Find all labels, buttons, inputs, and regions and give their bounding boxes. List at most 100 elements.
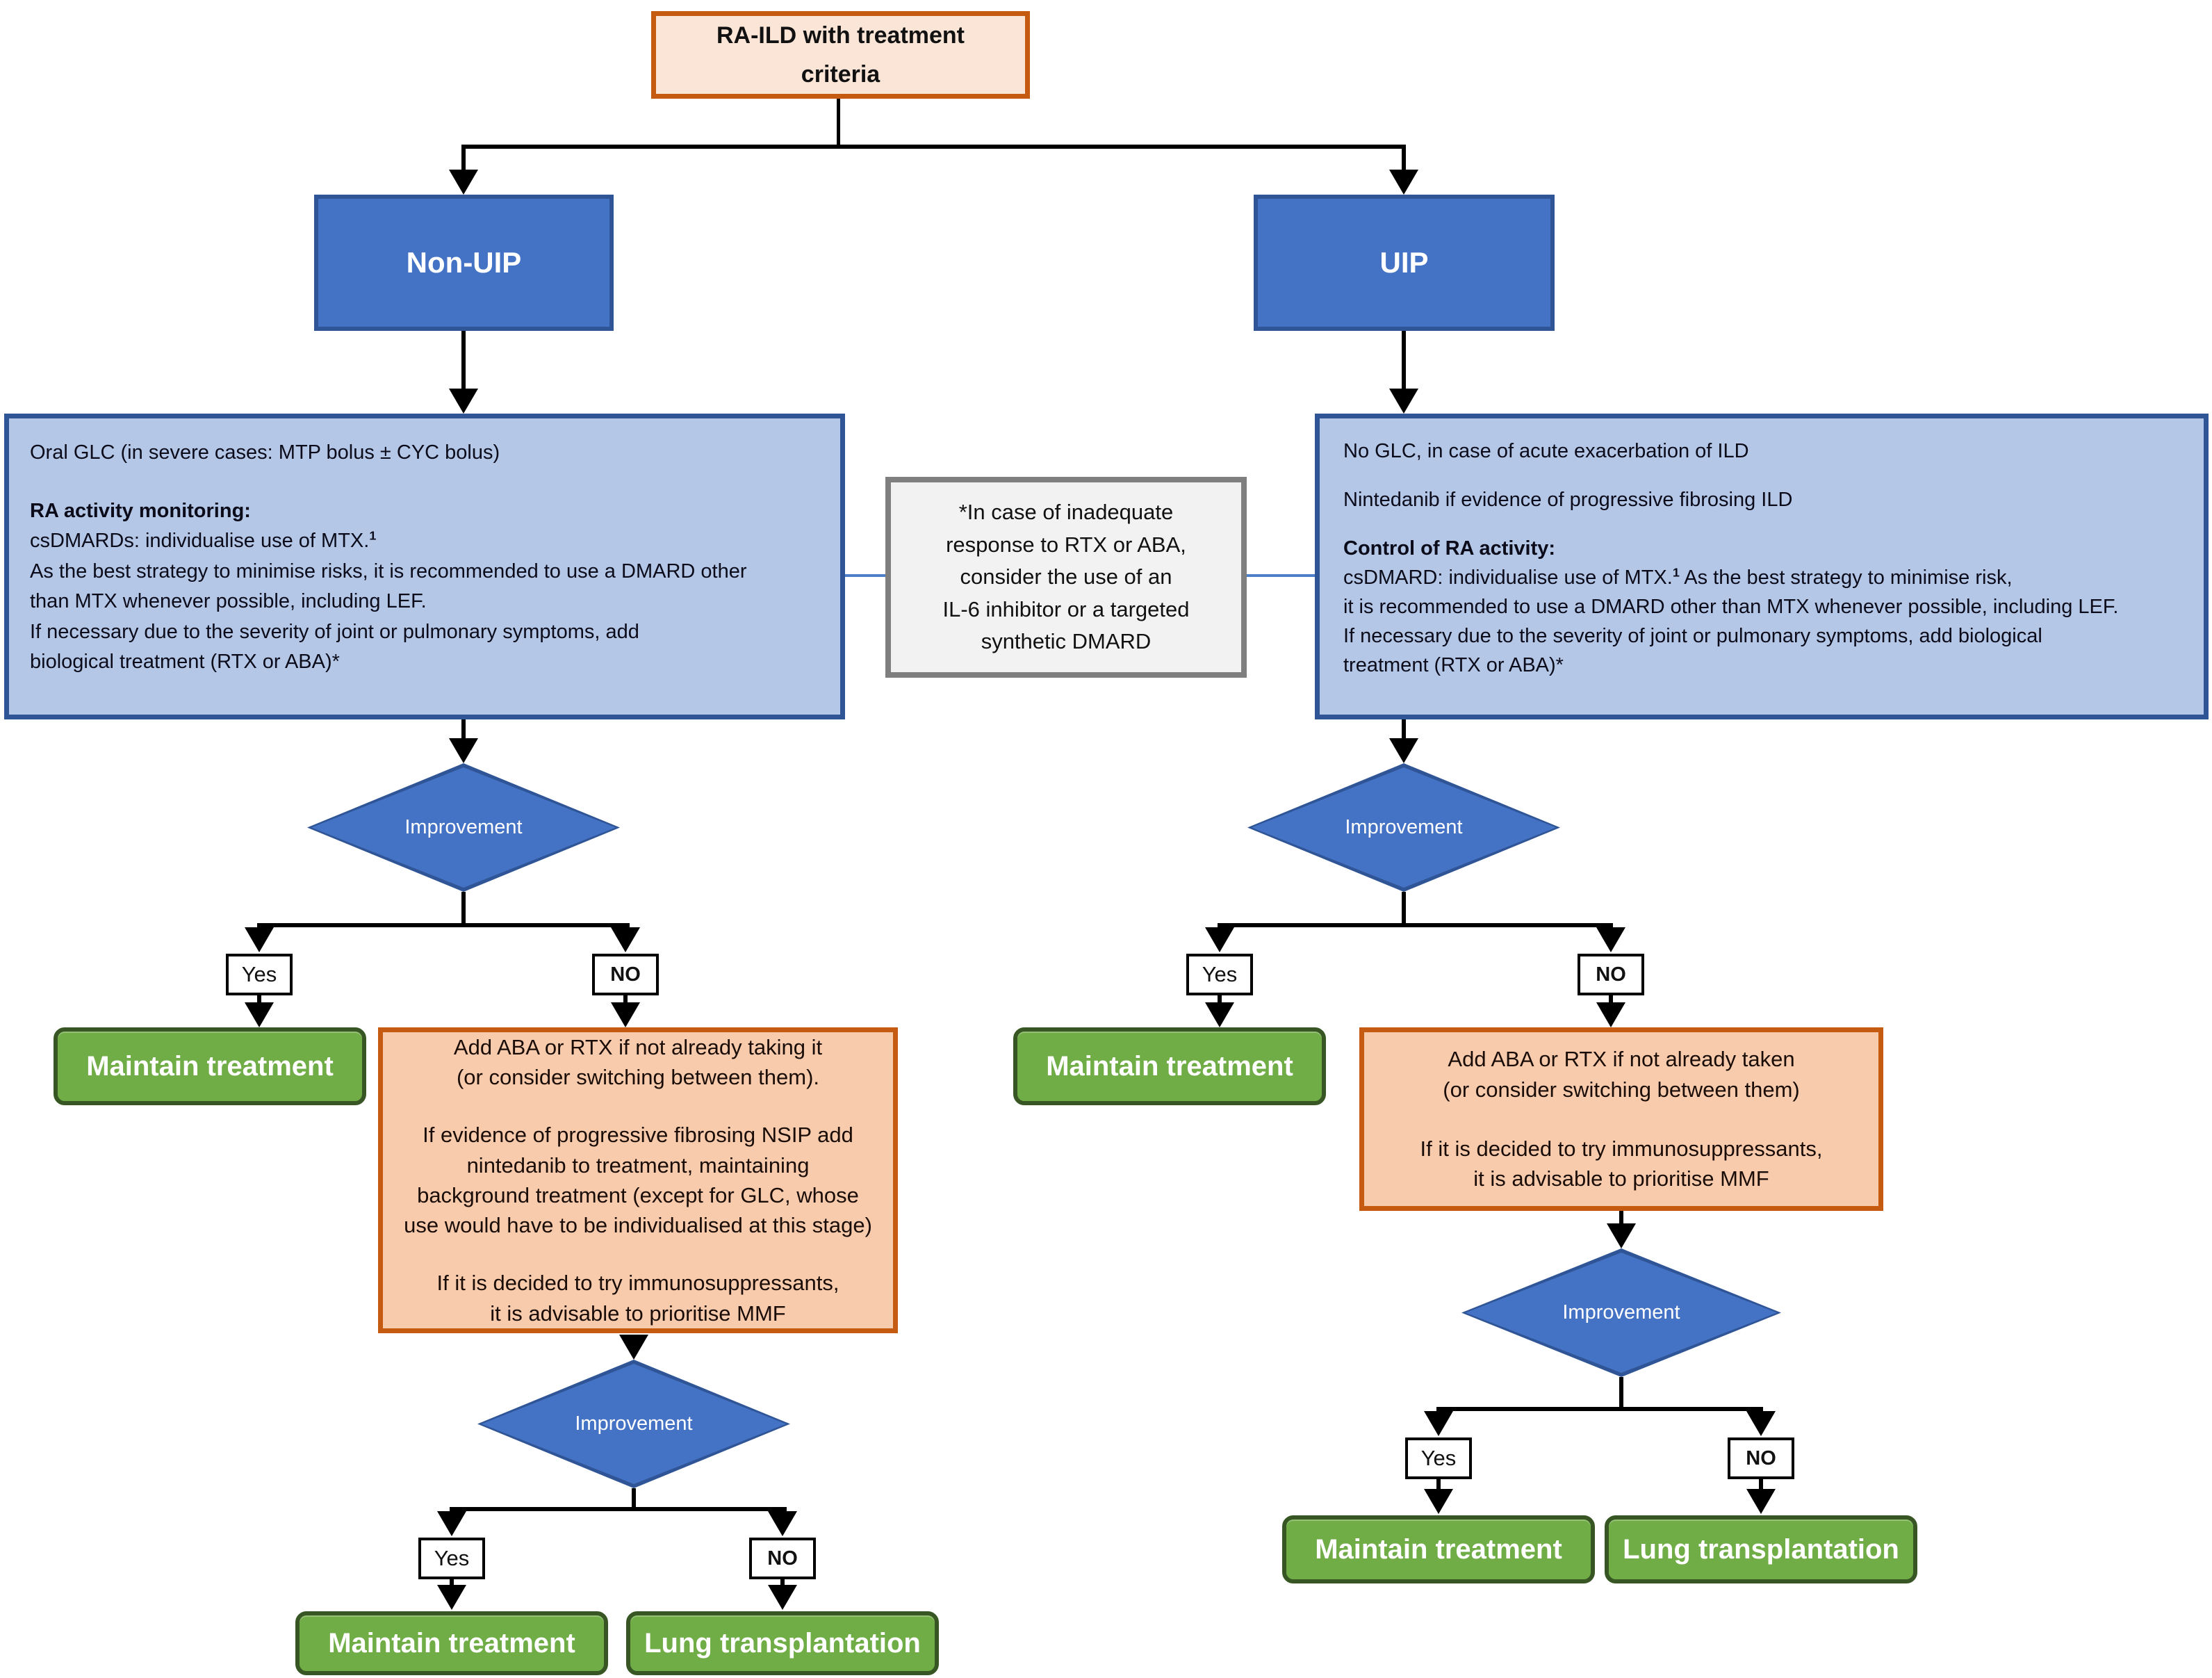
- arrowhead: [1596, 927, 1625, 952]
- maintain-treatment-label: Maintain treatment: [86, 1050, 334, 1082]
- left-escalation-box: Add ABA or RTX if not already taking it …: [378, 1027, 898, 1333]
- flow-line: [1759, 1479, 1763, 1489]
- left-treatment-line5: If necessary due to the severity of join…: [30, 620, 639, 643]
- footnote-line1: *In case of inadequate: [958, 500, 1174, 525]
- csdmard-footnote-sup: 1: [369, 528, 377, 543]
- flow-line: [257, 923, 630, 927]
- flow-line: [450, 1507, 787, 1511]
- flow-line: [1619, 1377, 1623, 1407]
- maintain-treatment-box: Maintain treatment: [1282, 1515, 1595, 1583]
- right-treatment-line5: If necessary due to the severity of join…: [1343, 625, 2042, 648]
- left-escalation-line1: Add ABA or RTX if not already taking it: [453, 1035, 823, 1059]
- yes-label: Yes: [1420, 1446, 1457, 1470]
- improvement-label: Improvement: [1562, 1301, 1680, 1323]
- yes-label-box: Yes: [418, 1538, 485, 1579]
- right-treatment-line1: No GLC, in case of acute exacerbation of…: [1343, 440, 1749, 462]
- flow-line: [1402, 892, 1406, 923]
- arrowhead: [1205, 1002, 1234, 1027]
- flow-line: [1402, 331, 1406, 389]
- spacer: [1343, 466, 2180, 485]
- improvement-label: Improvement: [1345, 816, 1463, 838]
- flow-line: [450, 1579, 454, 1585]
- flow-line: [461, 892, 466, 923]
- note-connector-line: [845, 574, 885, 577]
- flow-line: [257, 995, 261, 1002]
- arrowhead: [1389, 389, 1418, 414]
- maintain-treatment-box: Maintain treatment: [295, 1611, 608, 1675]
- csdmard-footnote-sup: 1: [1672, 565, 1680, 580]
- csdmard-text: csDMARDs: individualise use of MTX.: [30, 530, 370, 552]
- improvement-diamond: Improvement: [477, 1360, 790, 1488]
- csdmard-text: csDMARD: individualise use of MTX.: [1343, 567, 1673, 589]
- flow-line: [1436, 1407, 1763, 1411]
- arrowhead: [245, 927, 274, 952]
- non-uip-label: Non-UIP: [406, 246, 522, 279]
- flow-line: [1402, 719, 1406, 738]
- left-escalation-line3: If evidence of progressive fibrosing NSI…: [423, 1123, 853, 1148]
- arrowhead: [611, 927, 640, 952]
- yes-label: Yes: [1202, 962, 1238, 986]
- footnote-line5: synthetic DMARD: [981, 629, 1152, 654]
- arrowhead: [449, 389, 478, 414]
- right-treatment-heading: Control of RA activity:: [1343, 537, 1556, 560]
- flow-line: [1436, 1479, 1441, 1489]
- no-label: NO: [1746, 1447, 1776, 1469]
- lung-transplantation-box: Lung transplantation: [1605, 1515, 1917, 1583]
- right-escalation-line2: (or consider switching between them): [1443, 1077, 1800, 1102]
- yes-label-box: Yes: [1405, 1437, 1472, 1479]
- root-box-label-line1: RA-ILD with treatment: [716, 22, 965, 49]
- arrowhead: [437, 1511, 466, 1536]
- lung-transplantation-box: Lung transplantation: [626, 1611, 939, 1675]
- right-treatment-box: No GLC, in case of acute exacerbation of…: [1315, 414, 2209, 719]
- no-label-box: NO: [749, 1538, 816, 1579]
- arrowhead: [1424, 1411, 1453, 1436]
- maintain-treatment-box: Maintain treatment: [1013, 1027, 1326, 1105]
- flow-line: [1218, 995, 1222, 1002]
- arrowhead: [449, 738, 478, 763]
- maintain-treatment-label: Maintain treatment: [328, 1627, 575, 1659]
- right-escalation-box: Add ABA or RTX if not already taken (or …: [1359, 1027, 1883, 1211]
- lung-transplantation-label: Lung transplantation: [644, 1627, 921, 1659]
- left-escalation-line4: nintedanib to treatment, maintaining: [466, 1152, 810, 1178]
- spacer: [1343, 514, 2180, 534]
- right-treatment-line6: treatment (RTX or ABA)*: [1343, 654, 1564, 677]
- flow-line: [632, 1488, 636, 1507]
- arrowhead: [1205, 927, 1234, 952]
- maintain-treatment-box: Maintain treatment: [54, 1027, 366, 1105]
- root-box-ra-ild: RA-ILD with treatment criteria: [651, 11, 1030, 99]
- left-escalation-line2: (or consider switching between them).: [456, 1065, 820, 1090]
- right-treatment-line4: it is recommended to use a DMARD other t…: [1343, 596, 2119, 619]
- left-treatment-heading: RA activity monitoring:: [30, 499, 251, 522]
- left-treatment-box: Oral GLC (in severe cases: MTP bolus ± C…: [4, 414, 845, 719]
- yes-label: Yes: [434, 1546, 470, 1570]
- yes-label: Yes: [241, 962, 277, 986]
- arrowhead: [1389, 170, 1418, 195]
- left-treatment-line3: As the best strategy to minimise risks, …: [30, 560, 747, 583]
- left-treatment-line4: than MTX whenever possible, including LE…: [30, 590, 427, 612]
- no-label-box: NO: [1578, 954, 1644, 995]
- csdmard-text-post: As the best strategy to minimise risk,: [1679, 567, 2013, 589]
- footnote-line4: IL-6 inhibitor or a targeted: [942, 596, 1190, 621]
- lung-transplantation-label: Lung transplantation: [1623, 1533, 1899, 1565]
- maintain-treatment-label: Maintain treatment: [1046, 1050, 1293, 1082]
- uip-box: UIP: [1254, 195, 1555, 331]
- no-label-box: NO: [592, 954, 659, 995]
- left-treatment-line1: Oral GLC (in severe cases: MTP bolus ± C…: [30, 441, 500, 464]
- left-treatment-line6: biological treatment (RTX or ABA)*: [30, 651, 340, 673]
- left-treatment-csdmard-line: csDMARDs: individualise use of MTX.1: [30, 526, 819, 557]
- non-uip-box: Non-UIP: [314, 195, 614, 331]
- right-escalation-line1: Add ABA or RTX if not already taken: [1448, 1047, 1795, 1072]
- yes-label-box: Yes: [1186, 954, 1253, 995]
- arrowhead: [1607, 1223, 1636, 1248]
- arrowhead: [437, 1585, 466, 1610]
- arrowhead: [1746, 1411, 1776, 1436]
- right-treatment-csdmard-line: csDMARD: individualise use of MTX.1 As t…: [1343, 563, 2180, 592]
- flow-line: [1218, 923, 1613, 927]
- flow-line: [461, 145, 1406, 149]
- left-escalation-line8: it is advisable to prioritise MMF: [490, 1301, 786, 1326]
- flow-line: [461, 719, 466, 738]
- arrowhead: [1596, 1002, 1625, 1027]
- footnote-line3: consider the use of an: [960, 564, 1172, 589]
- arrowhead: [449, 170, 478, 195]
